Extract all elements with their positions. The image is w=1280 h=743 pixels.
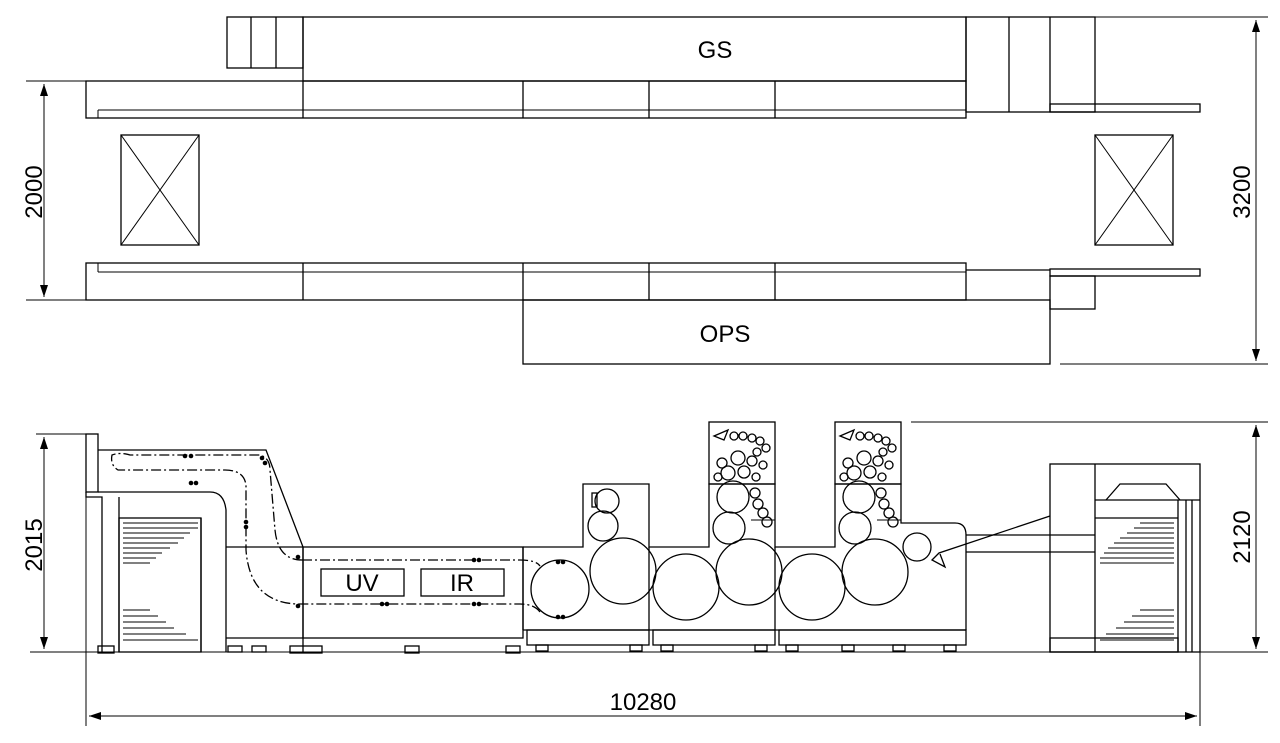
ir-label: IR: [450, 570, 474, 597]
delivery-unit: [85, 433, 304, 653]
right-stack-box: [1094, 134, 1174, 246]
sheet-path-chain: [110, 452, 541, 613]
gs-label: GS: [698, 37, 733, 64]
left-stack-box: [120, 134, 200, 246]
press-body: [522, 483, 1050, 646]
feeder-arm: [930, 515, 1051, 569]
overall-length-label: 10280: [610, 689, 677, 716]
side-dim-2120: [911, 421, 1268, 649]
plan-dim-2000-label: 2000: [21, 165, 48, 218]
ops-unit: [522, 299, 1051, 365]
plan-dim-3200: [1060, 16, 1268, 365]
side-dim-2015-label: 2015: [21, 518, 48, 571]
coating-rollers: [587, 488, 620, 542]
feeder-pile-lower: [1100, 609, 1174, 641]
ink-unit-1: [708, 421, 776, 545]
plan-dim-2000: [26, 80, 86, 301]
ink-unit-2: [834, 421, 902, 545]
lower-rail: [85, 262, 1201, 310]
ops-label: OPS: [700, 321, 751, 348]
delivery-pile-lower: [123, 609, 198, 641]
plan-dim-3200-label: 3200: [1229, 165, 1256, 218]
cylinders: [530, 532, 932, 621]
delivery-pile-upper: [123, 522, 198, 564]
plan-view: GS: [21, 16, 1268, 365]
feeder-pile-upper: [1100, 522, 1174, 564]
uv-label: UV: [345, 570, 378, 597]
overall-length-dim: [85, 492, 1201, 726]
side-dim-2015: [36, 433, 86, 649]
upper-rail: [85, 80, 967, 119]
gs-unit: [226, 16, 1201, 113]
side-dim-2120-label: 2120: [1229, 510, 1256, 563]
side-view: UV IR: [21, 421, 1268, 726]
